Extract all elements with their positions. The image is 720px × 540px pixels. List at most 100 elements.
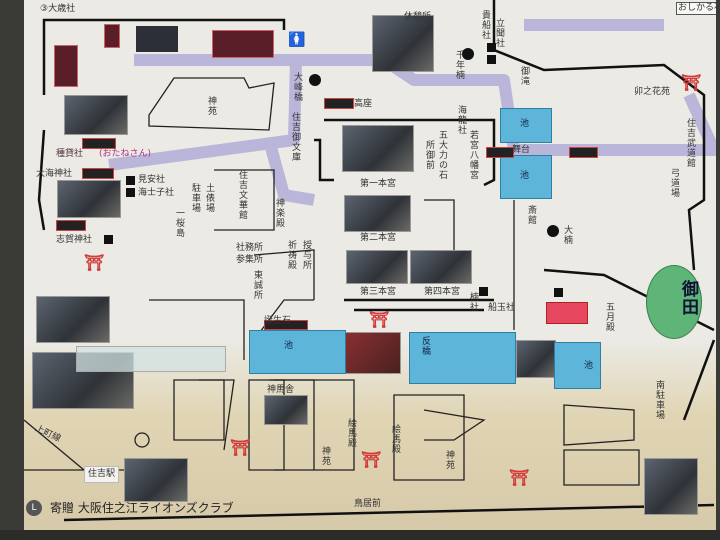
label-toseisho[interactable]: 東誠所	[252, 270, 262, 300]
label-kairyu[interactable]: 海龍社	[456, 105, 466, 135]
label-pond-lower: 池	[520, 171, 530, 181]
label-oshikaru-stone[interactable]: おしかる石	[676, 2, 716, 15]
label-amulet-office[interactable]: 授与所	[301, 240, 311, 270]
photo-third-hall	[346, 250, 408, 284]
label-sanshusho[interactable]: 参集所	[236, 255, 264, 265]
board-frame	[0, 530, 720, 540]
tree-icon	[309, 74, 321, 86]
label-ema-hall-west[interactable]: 絵馬殿	[346, 418, 356, 448]
label-okusu: 大楠	[562, 225, 572, 245]
torii-icon: ⛩	[681, 73, 702, 92]
wooden-sign	[82, 138, 116, 149]
label-satsuki-hall[interactable]: 五月殿	[604, 302, 614, 332]
label-sakurajima: 一桜島	[174, 208, 184, 238]
label-birth-stone[interactable]: 誕生石	[264, 316, 292, 326]
gosha-building	[136, 26, 178, 52]
pond-east	[554, 342, 601, 389]
label-pond-east: 池	[584, 361, 594, 371]
shrine-plaque-left	[54, 45, 78, 87]
wooden-sign	[324, 98, 354, 109]
shrine-marker-icon	[479, 287, 488, 296]
label-funatama[interactable]: 船玉社	[488, 303, 516, 313]
label-sori-bridge[interactable]: 反橋	[420, 336, 430, 356]
label-kagura-hall[interactable]: 神楽殿	[274, 198, 284, 228]
label-rest-area[interactable]: 休憩所	[404, 12, 432, 22]
label-fourth-hall[interactable]: 第四本宮	[424, 287, 461, 297]
sacred-rice-field[interactable]: 御田	[646, 265, 702, 339]
label-tanekashi[interactable]: 種貸社	[56, 149, 84, 159]
label-prayer-hall[interactable]: 祈祷殿	[286, 240, 296, 270]
label-pond-west: 池	[284, 341, 294, 351]
label-second-hall[interactable]: 第二本宮	[360, 233, 397, 243]
shrine-marker-icon	[126, 188, 135, 197]
label-otane: (おたねさん)	[99, 149, 152, 159]
label-takakura[interactable]: 高座	[354, 99, 373, 109]
restroom-icon: 🚺	[288, 32, 306, 48]
label-unohana[interactable]: 卯之花苑	[634, 87, 671, 97]
tree-icon	[547, 225, 559, 237]
torii-icon: ⛩	[84, 253, 105, 272]
wooden-sign	[56, 220, 86, 231]
label-amako[interactable]: 海士子社	[138, 188, 175, 198]
label-godairiki[interactable]: 五大力の石	[437, 130, 447, 180]
photo-tram-left	[124, 458, 188, 502]
label-garden-south-east: 神苑	[444, 450, 454, 470]
shrine-plaque-small	[104, 24, 120, 48]
photo-second-hall	[344, 195, 411, 232]
label-kifune[interactable]: 貴船社	[480, 10, 490, 40]
pond-upper	[500, 108, 552, 143]
label-saikan[interactable]: 斎館	[526, 205, 536, 225]
label-wakamiya[interactable]: 若宮八幡宮	[468, 130, 478, 180]
photo-horse-stable	[264, 395, 308, 425]
shrine-marker-icon	[104, 235, 113, 244]
highlight-shrine-box	[546, 302, 588, 324]
photo-sori-bridge	[344, 332, 401, 374]
label-garden-south-west: 神苑	[320, 446, 330, 466]
label-stage[interactable]: 舞台	[512, 145, 531, 155]
label-garden[interactable]: 神苑	[206, 96, 216, 116]
label-daikai[interactable]: 大海神社	[36, 169, 73, 179]
torii-icon: ⛩	[361, 450, 382, 469]
wooden-sign	[82, 168, 114, 179]
pond-west	[249, 330, 346, 374]
torii-icon: ⛩	[369, 310, 390, 329]
label-shiga[interactable]: 志賀神社	[56, 235, 93, 245]
label-shamusho[interactable]: 社務所	[236, 243, 264, 253]
label-toriimae[interactable]: 鳥居前	[354, 499, 382, 509]
torii-icon: ⛩	[509, 468, 530, 487]
shrine-marker-icon	[487, 55, 496, 64]
label-otaki[interactable]: 御滝	[519, 66, 529, 86]
label-sumiyoshi-station[interactable]: 住吉駅	[84, 466, 120, 483]
wooden-sign	[486, 147, 514, 158]
shrine-marker-icon	[487, 43, 496, 52]
wooden-sign	[264, 320, 308, 330]
label-tachigiki[interactable]: 立聞社	[494, 18, 504, 48]
label-ema-hall-east[interactable]: 絵馬殿	[390, 424, 400, 454]
torii-icon: ⛩	[230, 438, 251, 457]
photo-fourth-hall	[410, 250, 472, 284]
photo-torii	[64, 95, 128, 135]
label-sumo-ring[interactable]: 土俵場	[204, 183, 214, 213]
label-third-hall[interactable]: 第三本宮	[360, 287, 397, 297]
label-archery[interactable]: 弓道場	[669, 168, 679, 198]
photo-daikai-shrine	[57, 180, 121, 218]
label-budokan[interactable]: 住吉武道館	[685, 118, 695, 168]
label-kusu-shrine[interactable]: 楠社	[468, 292, 478, 312]
label-kenan[interactable]: 見安社	[138, 175, 166, 185]
shrine-marker-icon	[126, 176, 135, 185]
label-first-hall[interactable]: 第一本宮	[360, 179, 397, 189]
photo-first-hall	[342, 125, 414, 172]
label-tokoro-omae[interactable]: 所御前	[424, 140, 434, 170]
label-library[interactable]: 住吉御文庫	[290, 112, 300, 162]
photo-rest-area	[372, 15, 434, 72]
pond-central	[409, 332, 516, 384]
label-bridge-name: 大峰橋	[292, 72, 302, 102]
label-south-parking[interactable]: 南駐車場	[654, 380, 664, 420]
label-horse-stable[interactable]: 神馬舎	[267, 385, 295, 395]
donor-text: 寄贈 大阪住之江ライオンズクラブ	[50, 501, 234, 515]
label-bunka-hall[interactable]: 住吉文華館	[237, 170, 247, 220]
pond-lower	[500, 155, 552, 199]
shrine-marker-icon	[554, 288, 563, 297]
label-parking[interactable]: 駐車場	[190, 183, 200, 213]
sumiyoshi-sign-strip	[76, 346, 226, 372]
